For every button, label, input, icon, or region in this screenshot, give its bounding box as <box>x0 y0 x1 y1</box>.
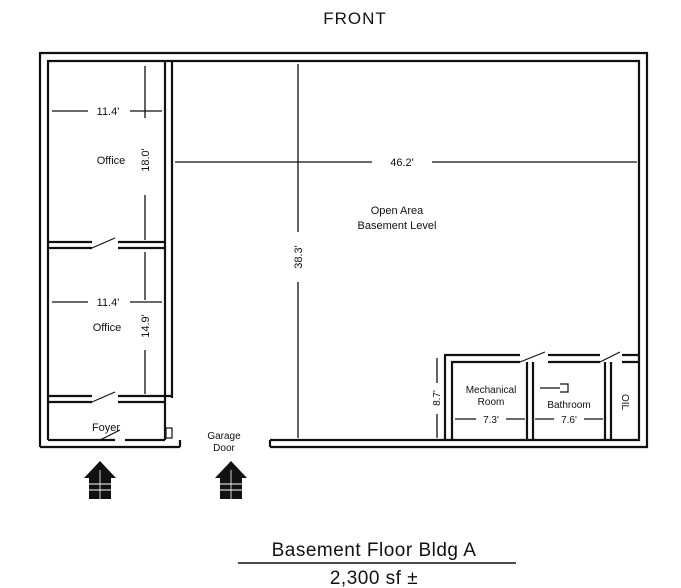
mechanical-width: 7.3' <box>483 415 499 426</box>
open-area-width: 46.2' <box>390 157 414 169</box>
bathroom-width: 7.6' <box>561 415 577 426</box>
dim-office-bottom: 11.4' 14.9' Office <box>52 252 162 394</box>
garage-door-label-1: Garage <box>207 431 241 442</box>
oil-label: OIL <box>619 394 630 411</box>
open-area-label-2: Basement Level <box>358 220 437 232</box>
service-rooms: 8.7' Mechanical Room 7.3' Bathroom 7.6' … <box>432 358 630 438</box>
mechanical-label-2: Room <box>478 397 505 408</box>
open-area-depth: 38.3' <box>293 245 305 269</box>
dim-open-area: 46.2' 38.3' Open Area Basement Level <box>175 64 637 438</box>
floor-title: Basement Floor Bldg A <box>272 540 477 561</box>
foyer-label: Foyer <box>92 422 120 434</box>
office-top-label: Office <box>97 155 126 167</box>
office-walls <box>48 61 174 441</box>
mechanical-label-1: Mechanical <box>466 385 517 396</box>
front-label: FRONT <box>323 9 387 28</box>
bathroom-label: Bathroom <box>547 400 590 411</box>
office-bottom-width: 11.4' <box>97 297 120 309</box>
service-room-walls <box>443 351 639 440</box>
office-top-depth: 18.0' <box>140 148 152 172</box>
entry-arrow-garage-icon <box>215 461 247 499</box>
floor-area: 2,300 sf ± <box>330 568 418 588</box>
dim-office-top: 11.4' 18.0' Office <box>52 66 162 240</box>
office-bottom-depth: 14.9' <box>140 314 152 338</box>
entry-arrow-foyer-icon <box>84 461 116 499</box>
office-bottom-label: Office <box>93 322 122 334</box>
open-area-label-1: Open Area <box>371 205 424 217</box>
service-depth: 8.7' <box>432 390 443 406</box>
office-top-width: 11.4' <box>97 106 120 118</box>
garage-door-label-2: Door <box>213 443 235 454</box>
outer-walls <box>38 51 649 449</box>
